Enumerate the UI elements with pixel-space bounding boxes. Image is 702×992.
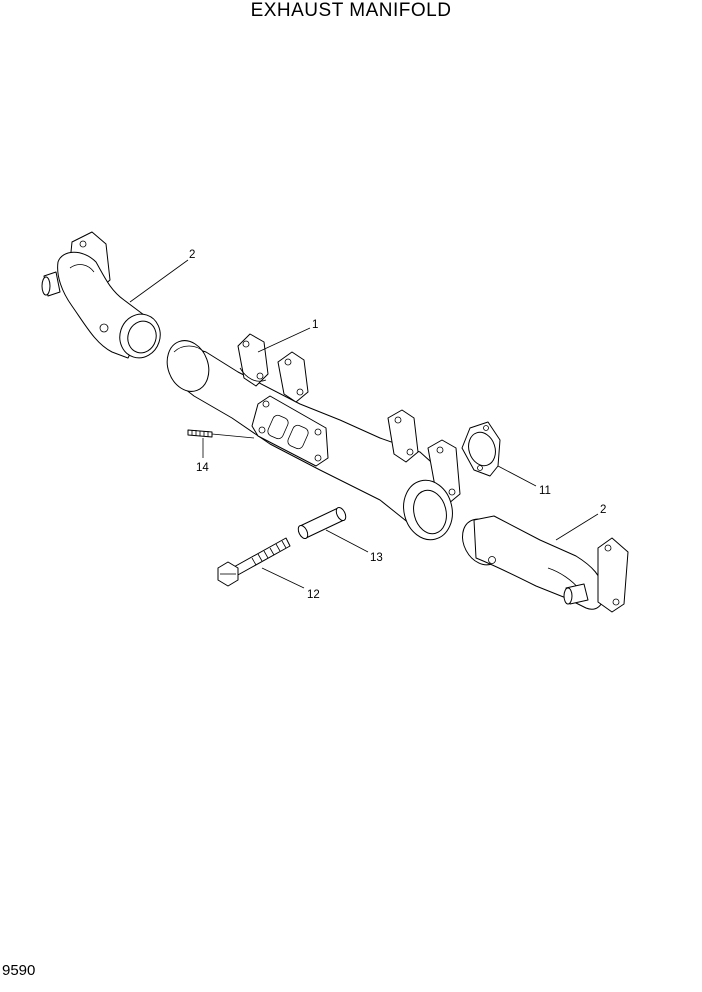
svg-text:2: 2 <box>189 249 195 261</box>
page-title: EXHAUST MANIFOLD <box>250 0 452 21</box>
svg-text:14: 14 <box>196 462 209 474</box>
callout-rear-elbow: 2 <box>555 504 606 541</box>
svg-text:11: 11 <box>539 485 551 497</box>
callout-gasket: 11 <box>497 465 551 497</box>
callout-bolt: 12 <box>261 567 320 601</box>
stud-part <box>187 429 213 438</box>
sleeve-part <box>297 506 347 540</box>
callout-stud: 14 <box>196 433 255 474</box>
svg-text:13: 13 <box>370 552 383 564</box>
callout-front-elbow: 2 <box>129 249 195 303</box>
front-elbow-part <box>41 231 161 359</box>
svg-text:12: 12 <box>307 589 320 601</box>
page-number: 9590 <box>2 962 36 979</box>
callout-manifold: 1 <box>257 319 318 353</box>
rear-elbow-part <box>462 515 629 613</box>
svg-text:2: 2 <box>600 504 606 516</box>
callout-sleeve: 13 <box>325 529 383 564</box>
gasket-part <box>461 421 501 477</box>
bolt-part <box>217 537 291 587</box>
svg-text:1: 1 <box>312 319 318 331</box>
exhaust-manifold-part <box>166 333 461 541</box>
